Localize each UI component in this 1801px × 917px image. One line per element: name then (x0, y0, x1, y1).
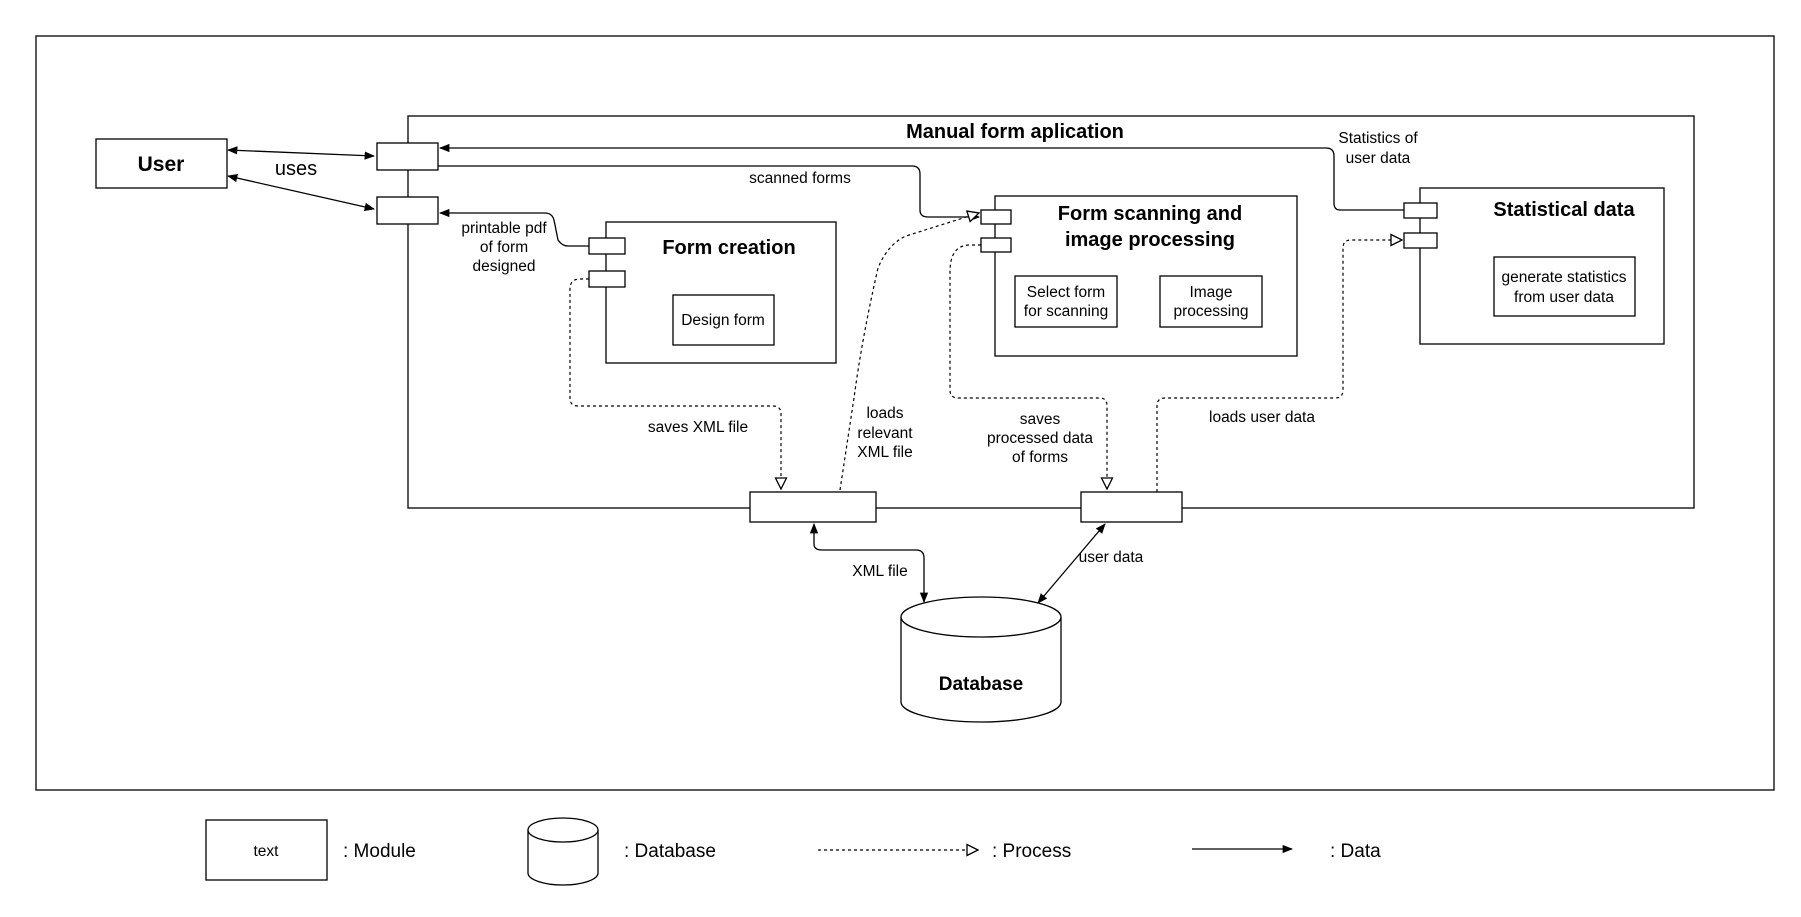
printable-pdf-line2: of form (480, 239, 528, 256)
loads-xml-line1: loads (866, 405, 903, 422)
database-cylinder[interactable] (900, 596, 1062, 723)
scanned-forms-arrow (438, 165, 981, 222)
statistical-port-top (1403, 202, 1438, 219)
form-scanning-title-line2: image processing (1065, 229, 1235, 251)
outer-frame (35, 35, 1775, 791)
saves-processed-line3: of forms (1012, 449, 1068, 466)
image-processing-box[interactable] (1159, 275, 1263, 328)
legend: text : Module : Database : Process : Dat… (205, 817, 1381, 886)
legend-database-label: : Database (624, 841, 716, 862)
form-scanning-port-bottom (980, 237, 1012, 253)
form-creation-port-top (588, 237, 626, 255)
uses-label: uses (275, 158, 317, 180)
app-title: Manual form aplication (906, 121, 1124, 143)
form-creation-port-bottom (588, 270, 626, 288)
statistics-arrow (438, 143, 1404, 211)
user-data-data-arrow (1037, 523, 1106, 604)
saves-processed-process (949, 244, 1107, 489)
statistics-line1: Statistics of (1338, 130, 1418, 147)
form-creation-title: Form creation (662, 237, 795, 259)
statistical-data-title: Statistical data (1493, 199, 1635, 221)
generate-statistics-line1: generate statistics (1502, 269, 1627, 286)
design-form-box[interactable] (672, 294, 775, 346)
printable-pdf-line1: printable pdf (461, 220, 547, 237)
legend-module-sample-text: text (254, 843, 280, 860)
saves-xml-process (569, 278, 781, 489)
form-scanning-title-line1: Form scanning and (1058, 203, 1242, 225)
saves-processed-line1: saves (1020, 411, 1061, 428)
statistical-port-bottom (1403, 232, 1438, 249)
xml-file-label: XML file (852, 563, 907, 580)
app-port-xml (749, 491, 877, 523)
user-label: User (138, 153, 185, 176)
image-processing-line2: processing (1174, 303, 1249, 320)
legend-module-sample (205, 819, 328, 881)
generate-statistics-box[interactable] (1493, 256, 1636, 317)
legend-module-label: : Module (343, 841, 416, 862)
xml-file-data-arrow (809, 522, 929, 604)
app-port-bottom (376, 196, 439, 225)
loads-xml-line3: XML file (857, 444, 912, 461)
user-data-label: user data (1079, 549, 1144, 566)
database-label: Database (939, 674, 1024, 695)
app-port-top (376, 142, 439, 171)
user-uses-arrow-bottom (226, 174, 376, 211)
printable-pdf-line3: designed (473, 258, 536, 275)
image-processing-line1: Image (1189, 284, 1232, 301)
design-form-label: Design form (681, 312, 765, 329)
legend-process-label: : Process (992, 841, 1071, 862)
legend-data-label: : Data (1330, 841, 1381, 862)
select-form-line1: Select form (1027, 284, 1105, 301)
select-form-box[interactable] (1014, 275, 1118, 328)
select-form-line2: for scanning (1024, 303, 1108, 320)
saves-processed-line2: processed data (987, 430, 1093, 447)
legend-database-icon (527, 817, 599, 886)
form-scanning-port-top (980, 209, 1012, 225)
printable-pdf-arrow (438, 208, 589, 247)
app-port-userdata (1080, 491, 1183, 523)
loads-xml-line2: relevant (857, 425, 913, 442)
scanned-forms-label: scanned forms (749, 170, 851, 187)
generate-statistics-line2: from user data (1514, 289, 1614, 306)
user-module[interactable] (95, 138, 228, 189)
statistics-line2: user data (1346, 150, 1411, 167)
loads-user-data-label: loads user data (1209, 409, 1315, 426)
user-uses-arrow-top (226, 146, 376, 160)
loads-user-data-process (1156, 240, 1402, 492)
saves-xml-label: saves XML file (648, 419, 748, 436)
